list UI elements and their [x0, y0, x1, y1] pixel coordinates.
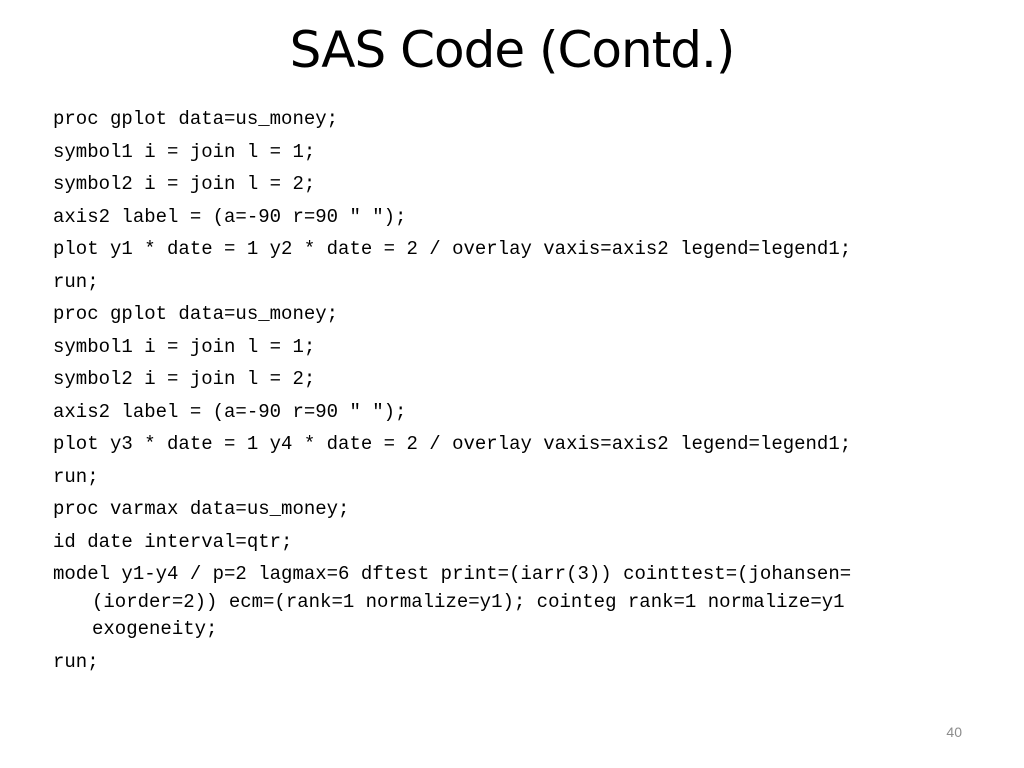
code-line-8: symbol1 i = join l = 1; [53, 335, 316, 358]
code-line-3: symbol2 i = join l = 2; [53, 173, 316, 195]
code-line-15: model y1-y4 / p=2 lagmax=6 dftest print=… [53, 563, 856, 640]
code-line-4: axis2 label = (a=-90 r=90 " "); [53, 205, 407, 228]
code-line-1: proc gplot data=us_money; [53, 108, 339, 130]
code-line-13: proc varmax data=us_money; [53, 498, 350, 520]
code-line-12: run; [53, 465, 99, 488]
code-line-5: plot y1 * date = 1 y2 * date = 2 / overl… [53, 238, 852, 260]
slide-title: SAS Code (Contd.) [289, 21, 736, 79]
page-number: 40 [946, 724, 962, 740]
code-line-2: symbol1 i = join l = 1; [53, 140, 316, 163]
code-line-6: run; [53, 270, 99, 293]
code-line-10: axis2 label = (a=-90 r=90 " "); [53, 400, 407, 423]
code-line-16: run; [53, 650, 99, 673]
code-line-9: symbol2 i = join l = 2; [53, 368, 316, 390]
code-line-14: id date interval=qtr; [53, 530, 293, 553]
code-line-11: plot y3 * date = 1 y4 * date = 2 / overl… [53, 433, 852, 455]
code-line-7: proc gplot data=us_money; [53, 303, 339, 325]
code-listing: proc gplot data=us_money; symbol1 i = jo… [53, 106, 973, 681]
